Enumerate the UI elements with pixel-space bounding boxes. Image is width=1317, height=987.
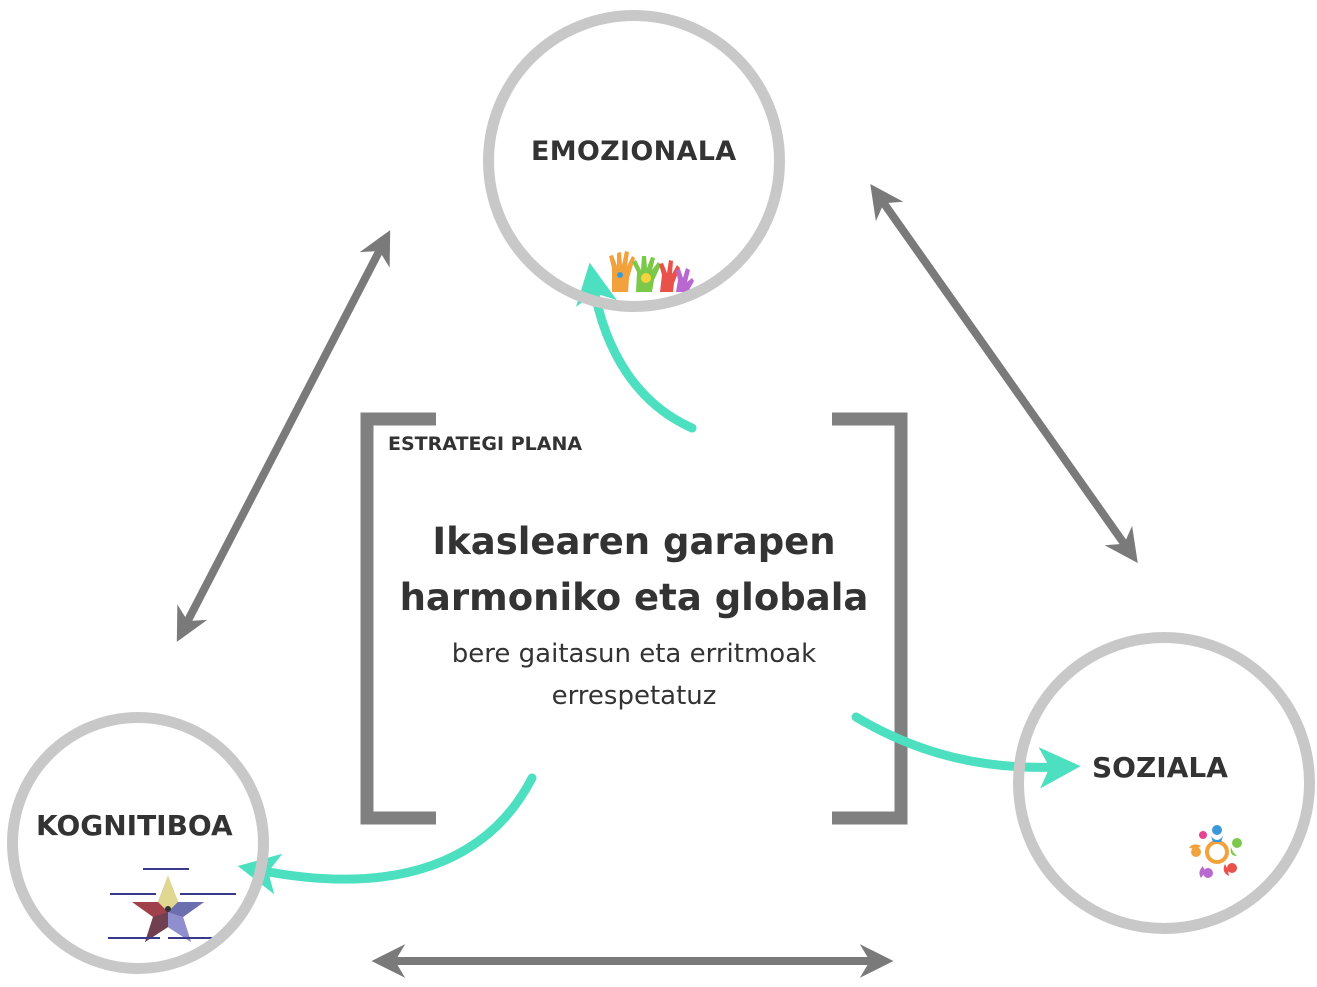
main-subtitle: bere gaitasun eta erritmoak errespetatuz: [360, 633, 908, 717]
strategy-plan-tag: ESTRATEGI PLANA: [388, 433, 583, 455]
main-subtitle-line-1: bere gaitasun eta erritmoak: [451, 639, 817, 669]
emotional-label: EMOZIONALA: [531, 136, 737, 167]
main-title-line-1: Ikaslearen garapen: [432, 520, 836, 563]
double-arrow-emotional-social: [870, 184, 1138, 563]
double-arrow-cognitive-emotional: [176, 230, 391, 642]
flow-arrow-to-cognitive: [237, 773, 537, 895]
social-circle: [1013, 632, 1315, 934]
social-label: SOZIALA: [1092, 751, 1228, 784]
main-title-line-2: harmoniko eta globala: [399, 576, 869, 619]
cognitive-circle: [7, 712, 269, 974]
cognitive-label: KOGNITIBOA: [36, 809, 233, 842]
main-title: Ikaslearen garapen harmoniko eta globala: [360, 514, 908, 626]
emotional-circle: [483, 10, 785, 312]
right-bracket: [832, 412, 908, 825]
main-subtitle-line-2: errespetatuz: [551, 681, 717, 711]
